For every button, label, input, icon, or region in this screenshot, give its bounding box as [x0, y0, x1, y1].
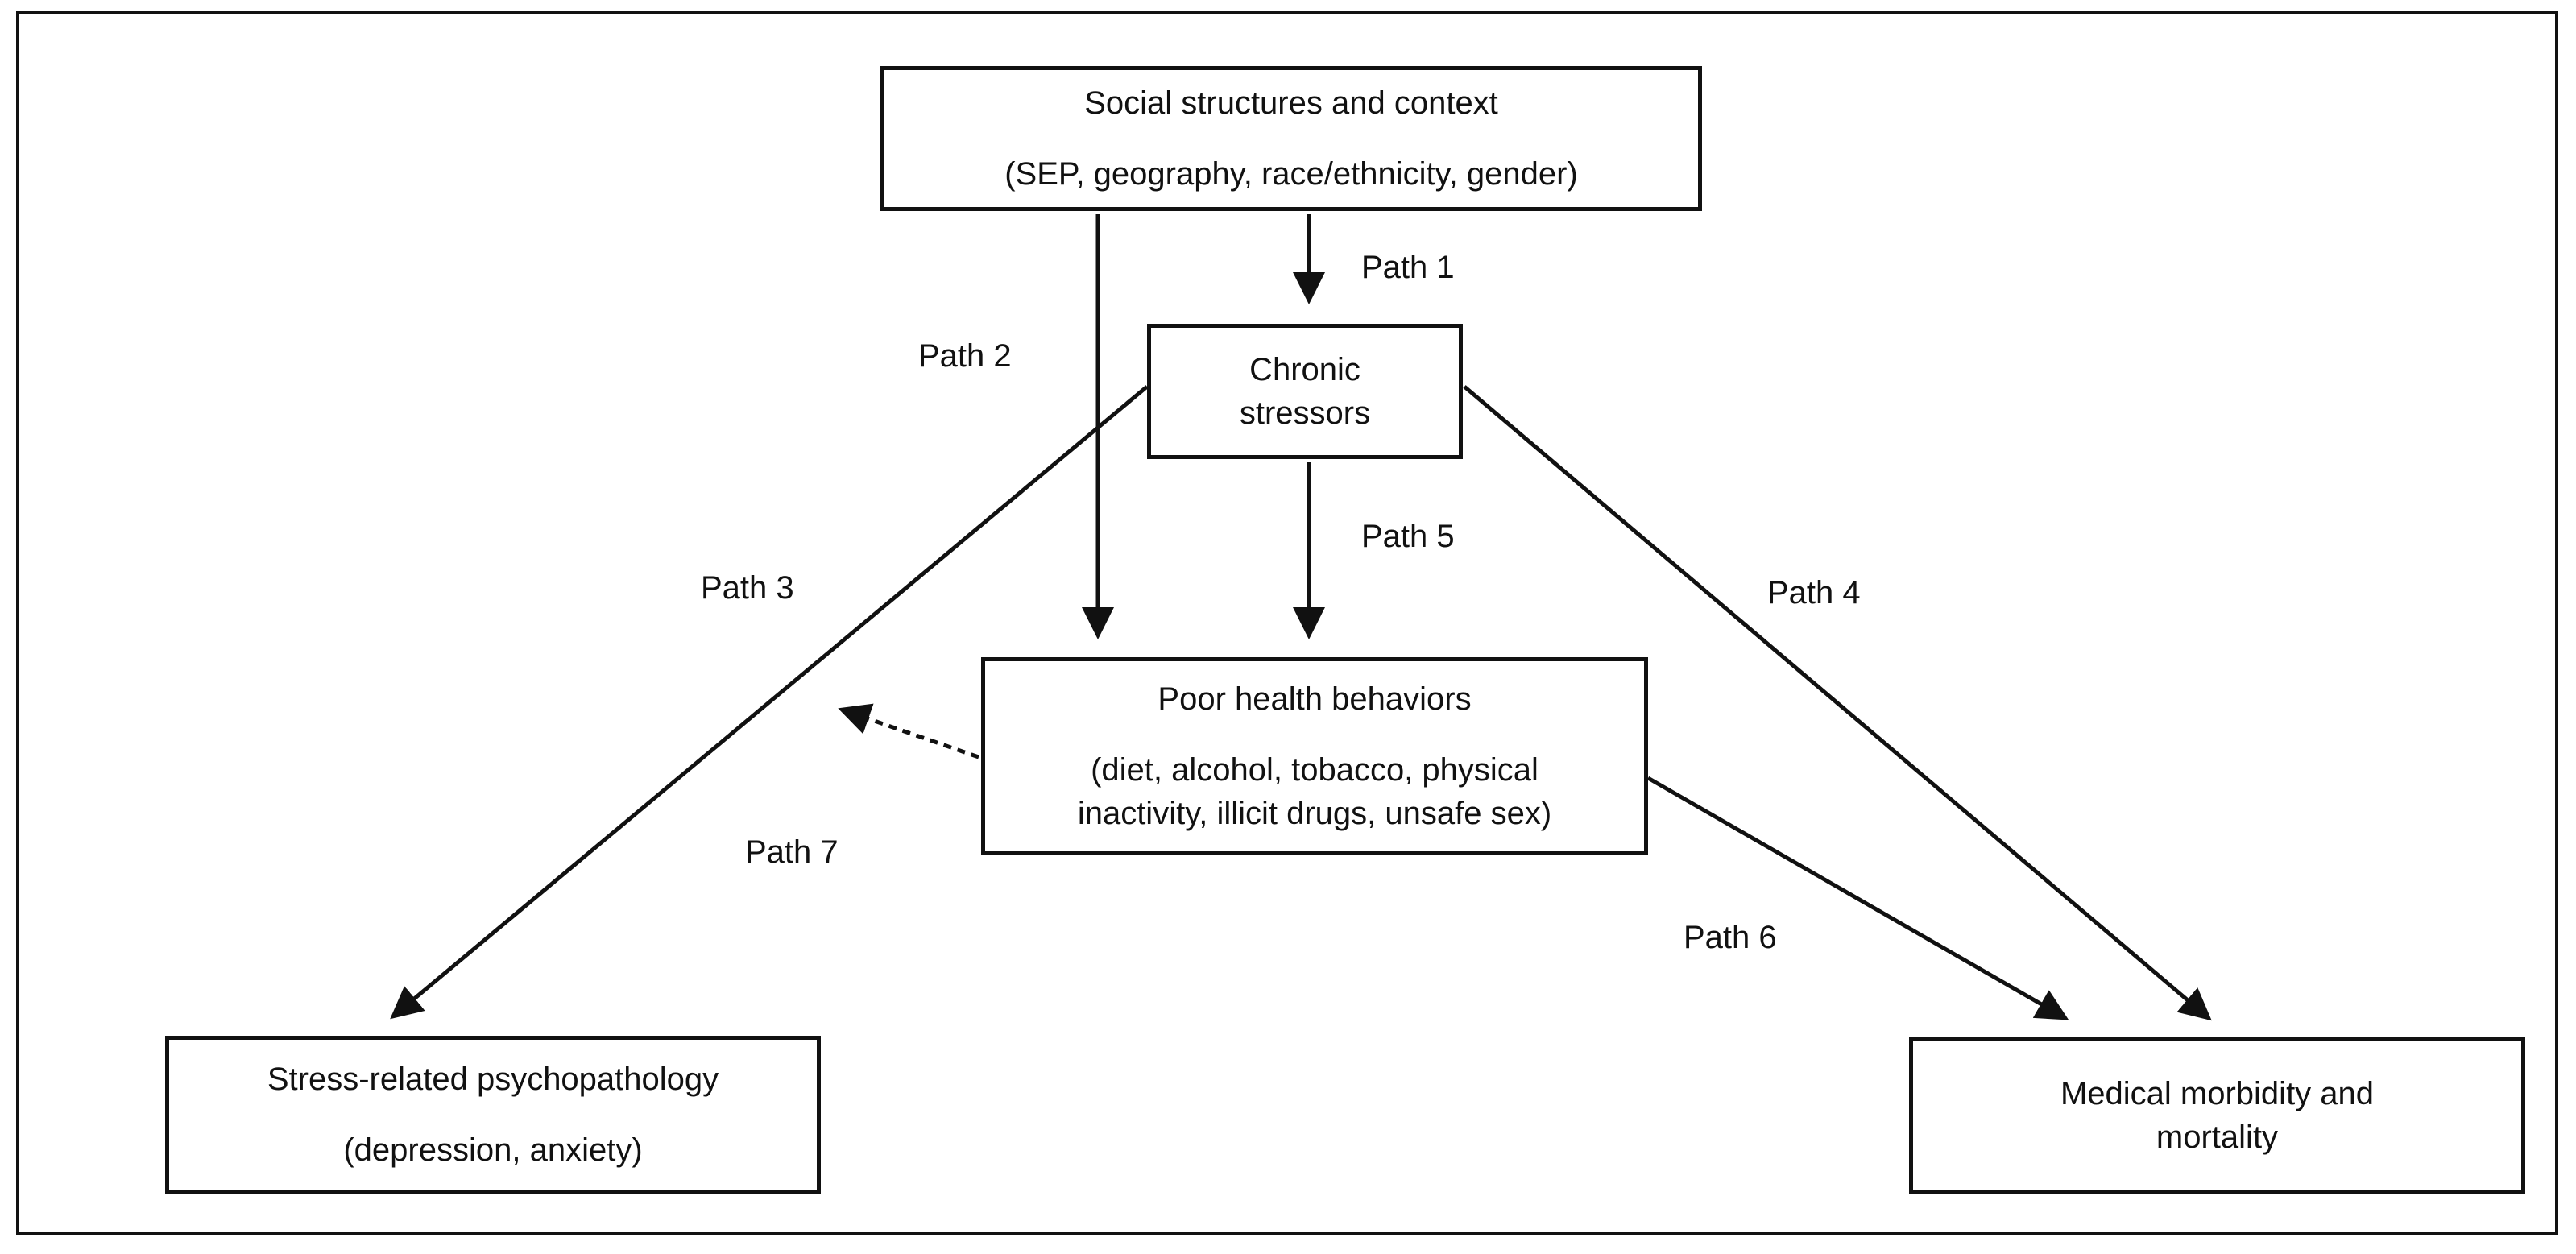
path-label-4: Path 4 [1767, 575, 1861, 610]
node-social-title: Social structures and context [1084, 85, 1498, 121]
node-social-structures: Social structures and context (SEP, geog… [880, 66, 1702, 211]
figure-frame [16, 11, 2558, 1235]
path-label-3: Path 3 [701, 570, 794, 606]
node-behaviors-detail-line2: inactivity, illicit drugs, unsafe sex) [1077, 796, 1552, 831]
arrow-path6 [1646, 776, 2069, 1020]
node-social-detail: (SEP, geography, race/ethnicity, gender) [1004, 156, 1578, 192]
node-chronic-line1: Chronic [1249, 352, 1360, 387]
node-psych-title: Stress-related psychopathology [267, 1062, 719, 1097]
path-label-6: Path 6 [1684, 920, 1777, 955]
node-stress-psychopathology: Stress-related psychopathology (depressi… [165, 1036, 821, 1194]
node-chronic-line2: stressors [1239, 395, 1371, 431]
arrow-path7 [838, 703, 979, 759]
path-label-2: Path 2 [918, 338, 1012, 374]
node-medical-line2: mortality [2156, 1119, 2279, 1155]
path-label-1: Path 1 [1361, 250, 1455, 285]
path-label-5: Path 5 [1361, 519, 1455, 554]
node-psych-detail: (depression, anxiety) [343, 1132, 643, 1168]
node-behaviors-detail-line1: (diet, alcohol, tobacco, physical [1091, 752, 1539, 788]
node-medical-morbidity: Medical morbidity and mortality [1909, 1037, 2525, 1194]
node-medical-line1: Medical morbidity and [2060, 1076, 2375, 1111]
path-label-7: Path 7 [745, 834, 839, 870]
arrow-path4 [1463, 385, 2212, 1021]
node-poor-health-behaviors: Poor health behaviors (diet, alcohol, to… [981, 657, 1648, 855]
node-behaviors-title: Poor health behaviors [1158, 681, 1472, 717]
arrow-path3 [390, 385, 1149, 1020]
node-chronic-stressors: Chronic stressors [1147, 324, 1463, 459]
